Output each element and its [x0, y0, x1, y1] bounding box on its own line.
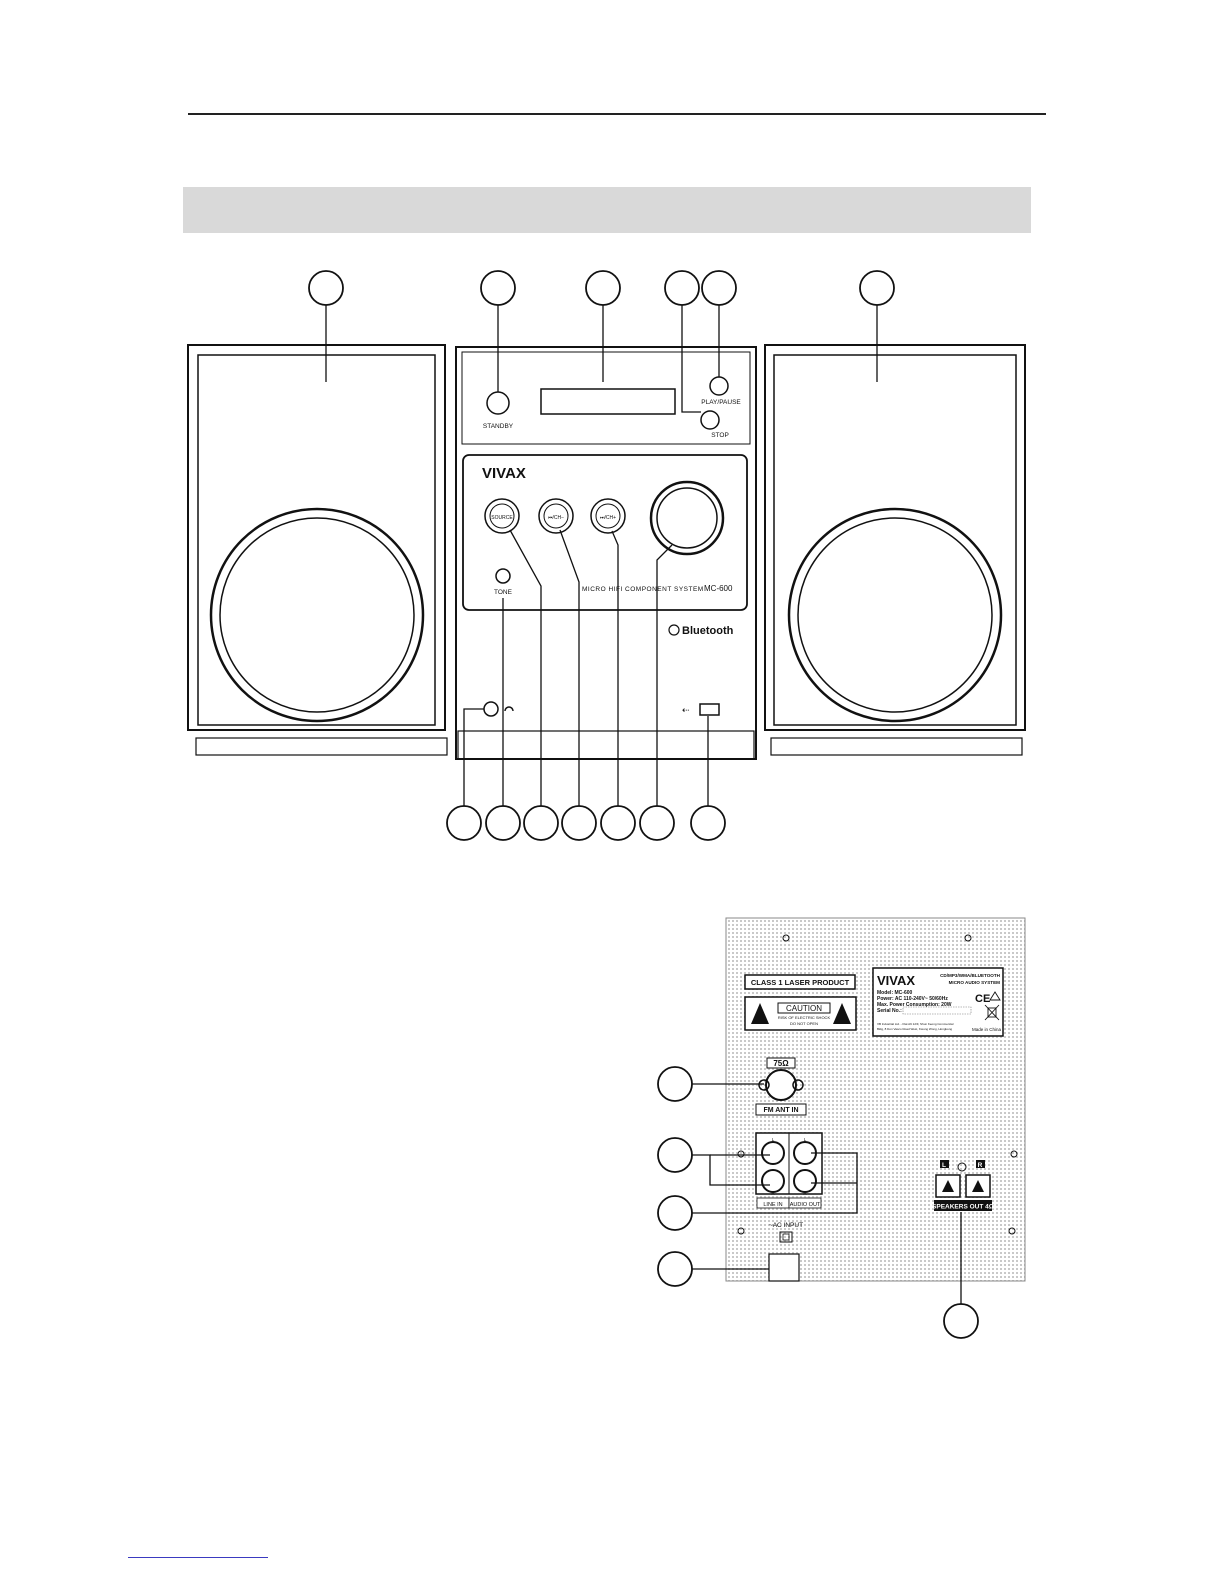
rear-panel: CLASS 1 LASER PRODUCT CAUTION RISK OF EL… [725, 917, 1026, 1282]
callout-prev [561, 805, 597, 841]
fm-label: FM ANT IN [763, 1107, 798, 1114]
display-window [540, 388, 676, 415]
right-woofer [787, 507, 1003, 723]
callout-source [523, 805, 559, 841]
source-label: SOURCE [491, 515, 513, 521]
made-in-label: Made in China [972, 1027, 1002, 1032]
right-speaker [764, 344, 1026, 756]
manufacturer-line1: VB Industrial Ltd. - Flat A9 12/F, Shun … [877, 1022, 954, 1026]
prev-label: ⏮/CH− [548, 515, 564, 521]
callout-volume [639, 805, 675, 841]
callout-ac-input [657, 1251, 693, 1287]
power-line: Power: AC 110-240V~ 50/60Hz [877, 996, 948, 1002]
model-caption: MICRO HIFI COMPONENT SYSTEM [582, 586, 704, 593]
speaker-out-terminals: L R SPEAKERS OUT 4Ω [932, 1160, 994, 1211]
front-top-callouts [308, 270, 895, 413]
header-rule [188, 113, 1046, 115]
headphone-jack[interactable] [483, 701, 499, 717]
line-in-label: LINE IN [763, 1202, 782, 1208]
callout-next [600, 805, 636, 841]
callout-line-in [657, 1137, 693, 1173]
volume-knob[interactable] [649, 480, 725, 556]
serial-line: Serial No.: [877, 1008, 902, 1014]
bluetooth-label: Bluetooth [682, 625, 734, 637]
standby-label: STANDBY [483, 423, 514, 430]
tone-knob[interactable] [495, 568, 511, 584]
audio-out-r: R [803, 1191, 807, 1196]
main-unit: STANDBY PLAY/PAUSE STOP VIVAX SOURCE ⏮/C… [455, 346, 757, 760]
callout-left-speaker [308, 270, 344, 306]
callout-speaker-out [943, 1303, 979, 1339]
left-speaker [187, 344, 448, 756]
bluetooth-icon [668, 624, 680, 636]
callout-play-pause [701, 270, 737, 306]
callout-usb [690, 805, 726, 841]
line-in-r: R [771, 1191, 775, 1196]
model-line: Model: MC-600 [877, 990, 913, 996]
play-pause-button[interactable] [709, 376, 729, 396]
headphone-icon [504, 706, 514, 712]
usb-icon: ⇠ [682, 705, 690, 715]
play-pause-label: PLAY/PAUSE [701, 399, 741, 406]
brand-logo: VIVAX [482, 465, 526, 482]
weee-bin-icon [984, 1004, 1000, 1021]
line-in-right-jack[interactable] [761, 1169, 785, 1193]
caution-sub1: RISK OF ELECTRIC SHOCK [778, 1015, 831, 1020]
callout-standby [480, 270, 516, 306]
standby-button[interactable] [486, 391, 510, 415]
unit-base [457, 730, 755, 760]
caution-label: CAUTION [786, 1004, 822, 1013]
ac-power-socket[interactable] [768, 1253, 800, 1282]
stop-button[interactable] [700, 410, 720, 430]
ohm-label: 75Ω [773, 1059, 789, 1068]
rating-brand: VIVAX [877, 973, 915, 988]
recycle-icon [989, 991, 1001, 1001]
system-line1: CD/MP3/WMA/BLUETOOTH [940, 973, 1001, 978]
speaker-out-label: SPEAKERS OUT 4Ω [932, 1204, 994, 1211]
section-title-bar [183, 187, 1031, 233]
caution-warning-icon [833, 1003, 851, 1024]
left-woofer [209, 507, 425, 723]
footer-link-rule [128, 1557, 268, 1558]
spk-right-mark: R [978, 1162, 983, 1169]
next-label: ⏭/CH+ [600, 515, 616, 521]
line-in-l: L [772, 1137, 775, 1142]
front-bottom-callouts [446, 529, 726, 841]
spk-left-mark: L [942, 1162, 946, 1169]
callout-audio-out [657, 1195, 693, 1231]
audio-out-label: AUDIO OUT [790, 1202, 821, 1208]
stop-label: STOP [711, 432, 729, 439]
callout-right-speaker [859, 270, 895, 306]
callout-headphone [446, 805, 482, 841]
audio-out-right-jack[interactable] [793, 1169, 817, 1193]
rating-label [872, 967, 1004, 1037]
rear-callouts [657, 1066, 979, 1339]
manufacturer-line2: Bldg, 8 Don Vasco Road West, Kwung Wong,… [877, 1027, 952, 1031]
system-line2: MICRO AUDIO SYSTEM [949, 980, 1001, 985]
usb-port[interactable] [699, 703, 720, 716]
ac-input-label: ~AC INPUT [769, 1222, 803, 1229]
ce-mark: CE [975, 993, 990, 1005]
callout-fm-antenna [657, 1066, 693, 1102]
next-button[interactable] [590, 498, 626, 534]
source-button[interactable] [484, 498, 520, 534]
consumption-line: Max. Power Consumption: 20W [877, 1002, 952, 1008]
callout-stop [664, 270, 700, 306]
caution-sub2: DO NOT OPEN [790, 1021, 818, 1026]
laser-label: CLASS 1 LASER PRODUCT [751, 978, 850, 987]
control-panel [462, 454, 748, 611]
line-in-left-jack[interactable] [761, 1141, 785, 1165]
shock-warning-icon [751, 1003, 769, 1024]
callout-tone [485, 805, 521, 841]
tone-label: TONE [494, 589, 513, 596]
fm-antenna-jack[interactable] [765, 1069, 797, 1101]
model-number: MC-600 [704, 584, 733, 593]
audio-out-l: L [804, 1137, 807, 1142]
callout-display [585, 270, 621, 306]
prev-button[interactable] [538, 498, 574, 534]
